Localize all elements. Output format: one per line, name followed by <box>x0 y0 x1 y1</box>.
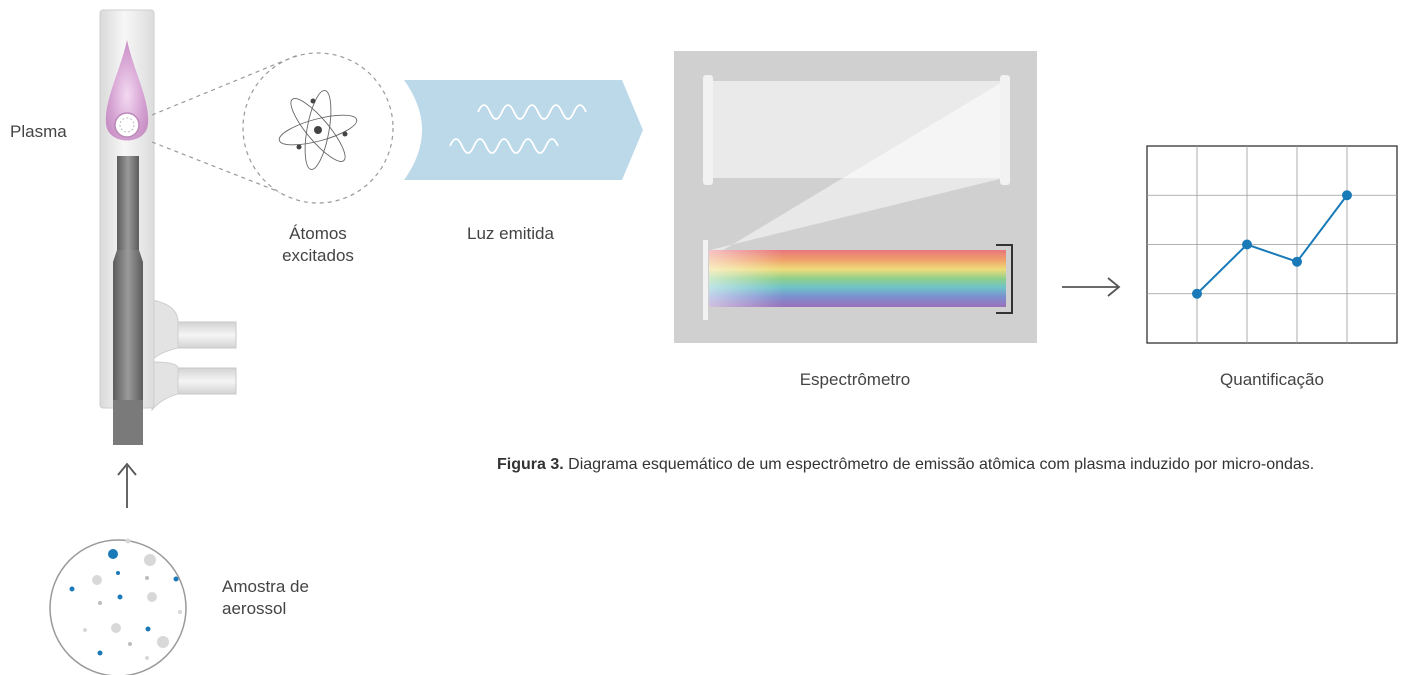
aerosol-sample-label-line2: aerossol <box>222 599 287 618</box>
atom-icon <box>278 90 358 170</box>
plasma-atom-marker <box>114 112 140 138</box>
injector-rod <box>113 250 143 445</box>
plasma-torch <box>99 9 237 445</box>
plasma-label: Plasma <box>10 122 67 141</box>
emitted-light-label: Luz emitida <box>467 224 554 243</box>
light-wave-icon <box>449 104 587 154</box>
mirror-right <box>1000 75 1010 185</box>
excited-atoms-zoom <box>151 52 394 204</box>
excited-atoms-label-line2: excitados <box>282 246 354 265</box>
aerosol-sample-circle <box>49 538 187 675</box>
figure-caption: Figura 3. Diagrama esquemático de um esp… <box>497 452 1377 478</box>
spectrometer-label: Espectrômetro <box>799 370 911 389</box>
excited-atoms-label: Átomos excitados <box>263 223 373 267</box>
plasma-flame <box>105 40 149 141</box>
light-path-diagonal <box>710 81 1004 258</box>
detector-bracket <box>996 244 1013 314</box>
excited-atoms-label-line1: Átomos <box>289 224 347 243</box>
quantification-chart <box>1146 145 1398 344</box>
sample-to-torch-arrow <box>117 462 137 508</box>
data-point <box>1192 288 1202 299</box>
aerosol-sample-label: Amostra de aerossol <box>222 576 309 620</box>
data-point <box>1242 239 1252 250</box>
chart-series <box>1192 190 1352 299</box>
emitted-light-band <box>404 80 643 180</box>
caption-text: Diagrama esquemático de um espectrômetro… <box>563 456 1315 473</box>
mirror-left <box>703 75 713 185</box>
spectrometer-box <box>674 51 1037 343</box>
spectrometer-to-chart-arrow <box>1062 277 1121 297</box>
series-line <box>1196 194 1348 295</box>
quantification-label: Quantificação <box>1220 370 1324 389</box>
caption-figure-number: Figura 3. <box>497 456 564 473</box>
data-point <box>1292 256 1302 267</box>
aerosol-sample-label-line1: Amostra de <box>222 577 309 596</box>
inner-tube <box>117 156 139 250</box>
data-point <box>1342 190 1352 201</box>
entrance-slit <box>703 240 708 320</box>
